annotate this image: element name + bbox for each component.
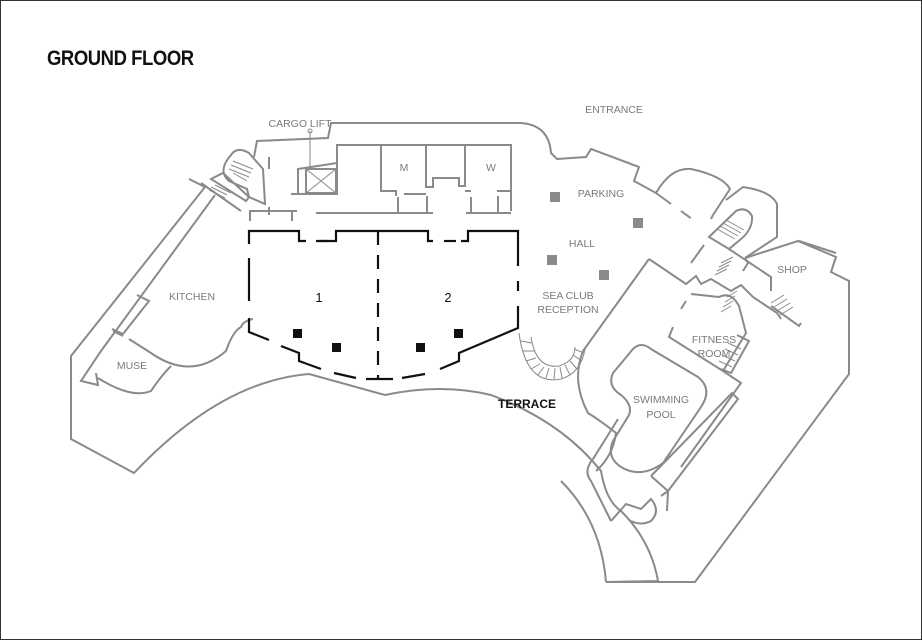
meeting-hall: [247, 229, 520, 381]
page-title: GROUND FLOOR: [47, 47, 194, 70]
service-core: [249, 128, 512, 221]
label-cargo-lift: CARGO LIFT: [268, 118, 332, 130]
spiral-staircase: [518, 332, 586, 381]
label-entrance: ENTRANCE: [585, 104, 643, 116]
hall-pillars: [547, 192, 643, 280]
label-hall: HALL: [569, 238, 595, 250]
room-labels: CARGO LIFT ENTRANCE M W PARKING HALL SEA…: [117, 104, 807, 421]
label-men-restroom: M: [400, 162, 409, 174]
label-parking: PARKING: [578, 188, 624, 200]
label-kitchen: KITCHEN: [169, 291, 215, 303]
fitness-room: [667, 293, 751, 375]
label-swimming-pool-1: SWIMMING: [633, 394, 689, 406]
label-terrace: TERRACE: [498, 397, 556, 411]
label-shop: SHOP: [777, 264, 807, 276]
label-swimming-pool-2: POOL: [646, 409, 675, 421]
label-hall-section-1: 1: [315, 290, 322, 305]
label-fitness-room-2: ROOM: [698, 348, 731, 360]
label-women-restroom: W: [486, 162, 496, 174]
label-hall-section-2: 2: [444, 290, 451, 305]
label-fitness-room-1: FITNESS: [692, 334, 736, 346]
label-sea-club-reception-1: SEA CLUB: [542, 290, 593, 302]
label-muse: MUSE: [117, 360, 147, 372]
stairs-top-left: [208, 149, 267, 206]
label-sea-club-reception-2: RECEPTION: [537, 304, 598, 316]
entrance-area: [648, 167, 837, 328]
swimming-pool: [577, 258, 743, 525]
